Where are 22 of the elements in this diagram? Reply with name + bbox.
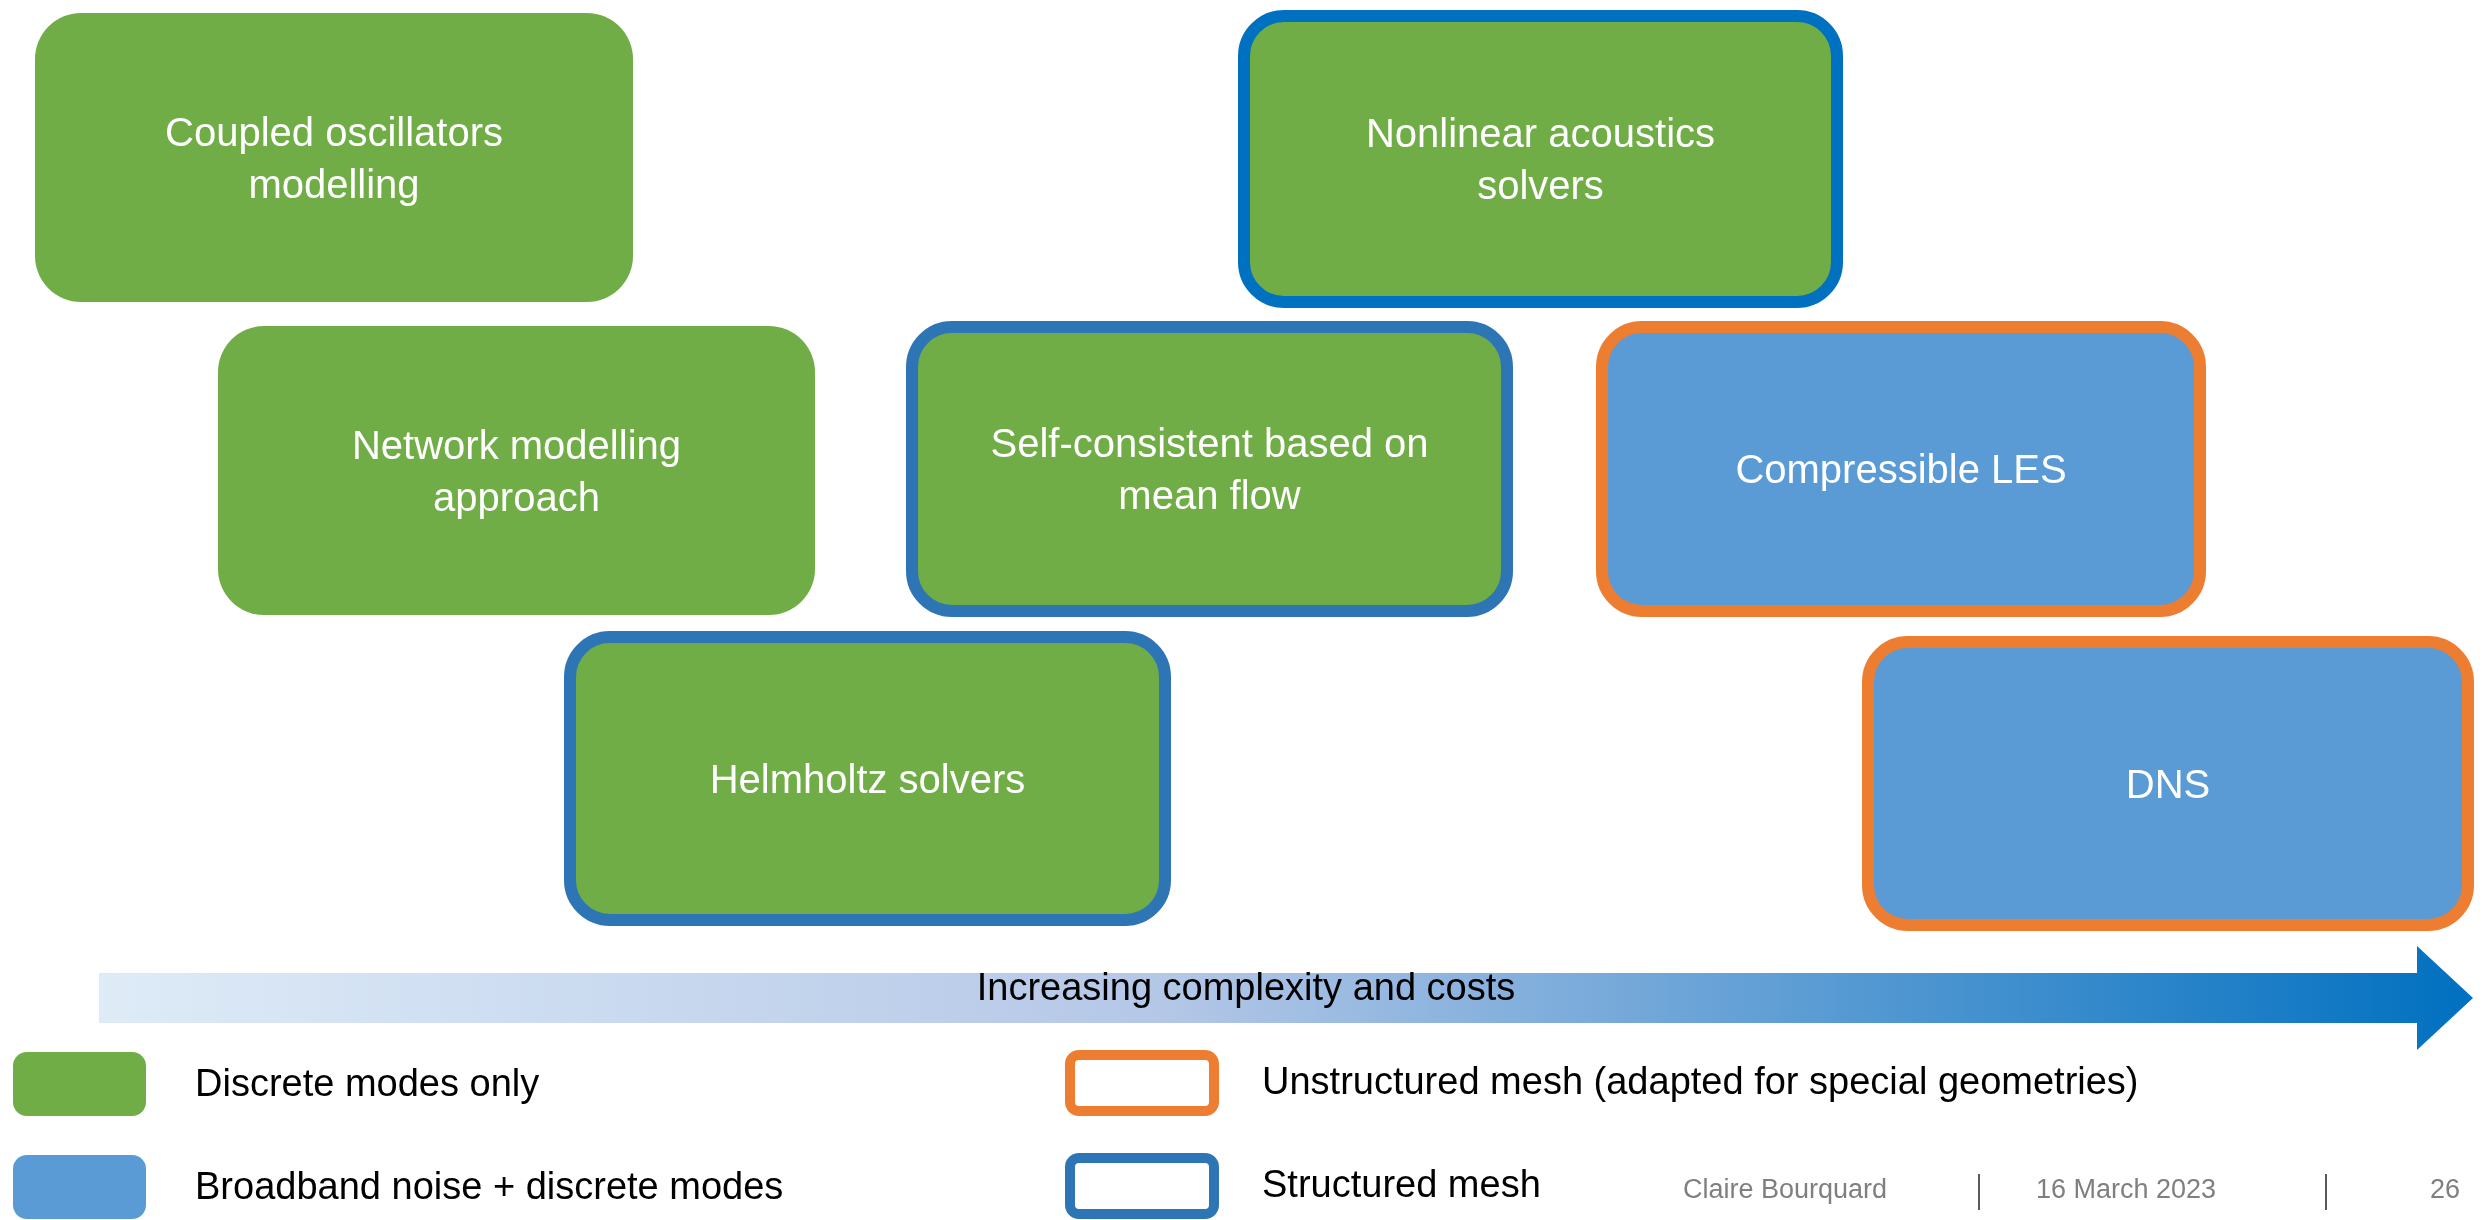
legend-text: Unstructured mesh (adapted for special geometries) — [1262, 1060, 2139, 1103]
rounded-box — [1862, 636, 2474, 931]
box-label: Compressible LES — [1735, 446, 2067, 493]
box-label: Nonlinear acoustics solvers — [1364, 110, 1717, 209]
box-label: Self-consistent based on mean flow — [989, 420, 1430, 519]
rounded-box — [1238, 10, 1843, 308]
box-label: Helmholtz solvers — [709, 755, 1026, 803]
rounded-box — [1596, 321, 2206, 617]
footer-text: 26 — [2430, 1174, 2461, 1205]
rounded-box — [906, 321, 1513, 617]
rounded-box — [35, 13, 633, 302]
box-label: Network modelling approach — [351, 421, 682, 521]
legend-text: Broadband noise + discrete modes — [195, 1165, 784, 1208]
axis-label: Increasing complexity and costs — [976, 966, 1516, 1008]
legend-text: Structured mesh — [1262, 1163, 1541, 1206]
rounded-box — [218, 326, 815, 615]
footer-text: Claire Bourquard — [1683, 1174, 1888, 1205]
legend-text: Discrete modes only — [195, 1062, 540, 1105]
box-label: Coupled oscillators modelling — [164, 108, 504, 208]
rounded-box — [564, 631, 1171, 926]
footer-text: 16 March 2023 — [2036, 1174, 2217, 1205]
box-label: DNS — [2125, 760, 2211, 808]
